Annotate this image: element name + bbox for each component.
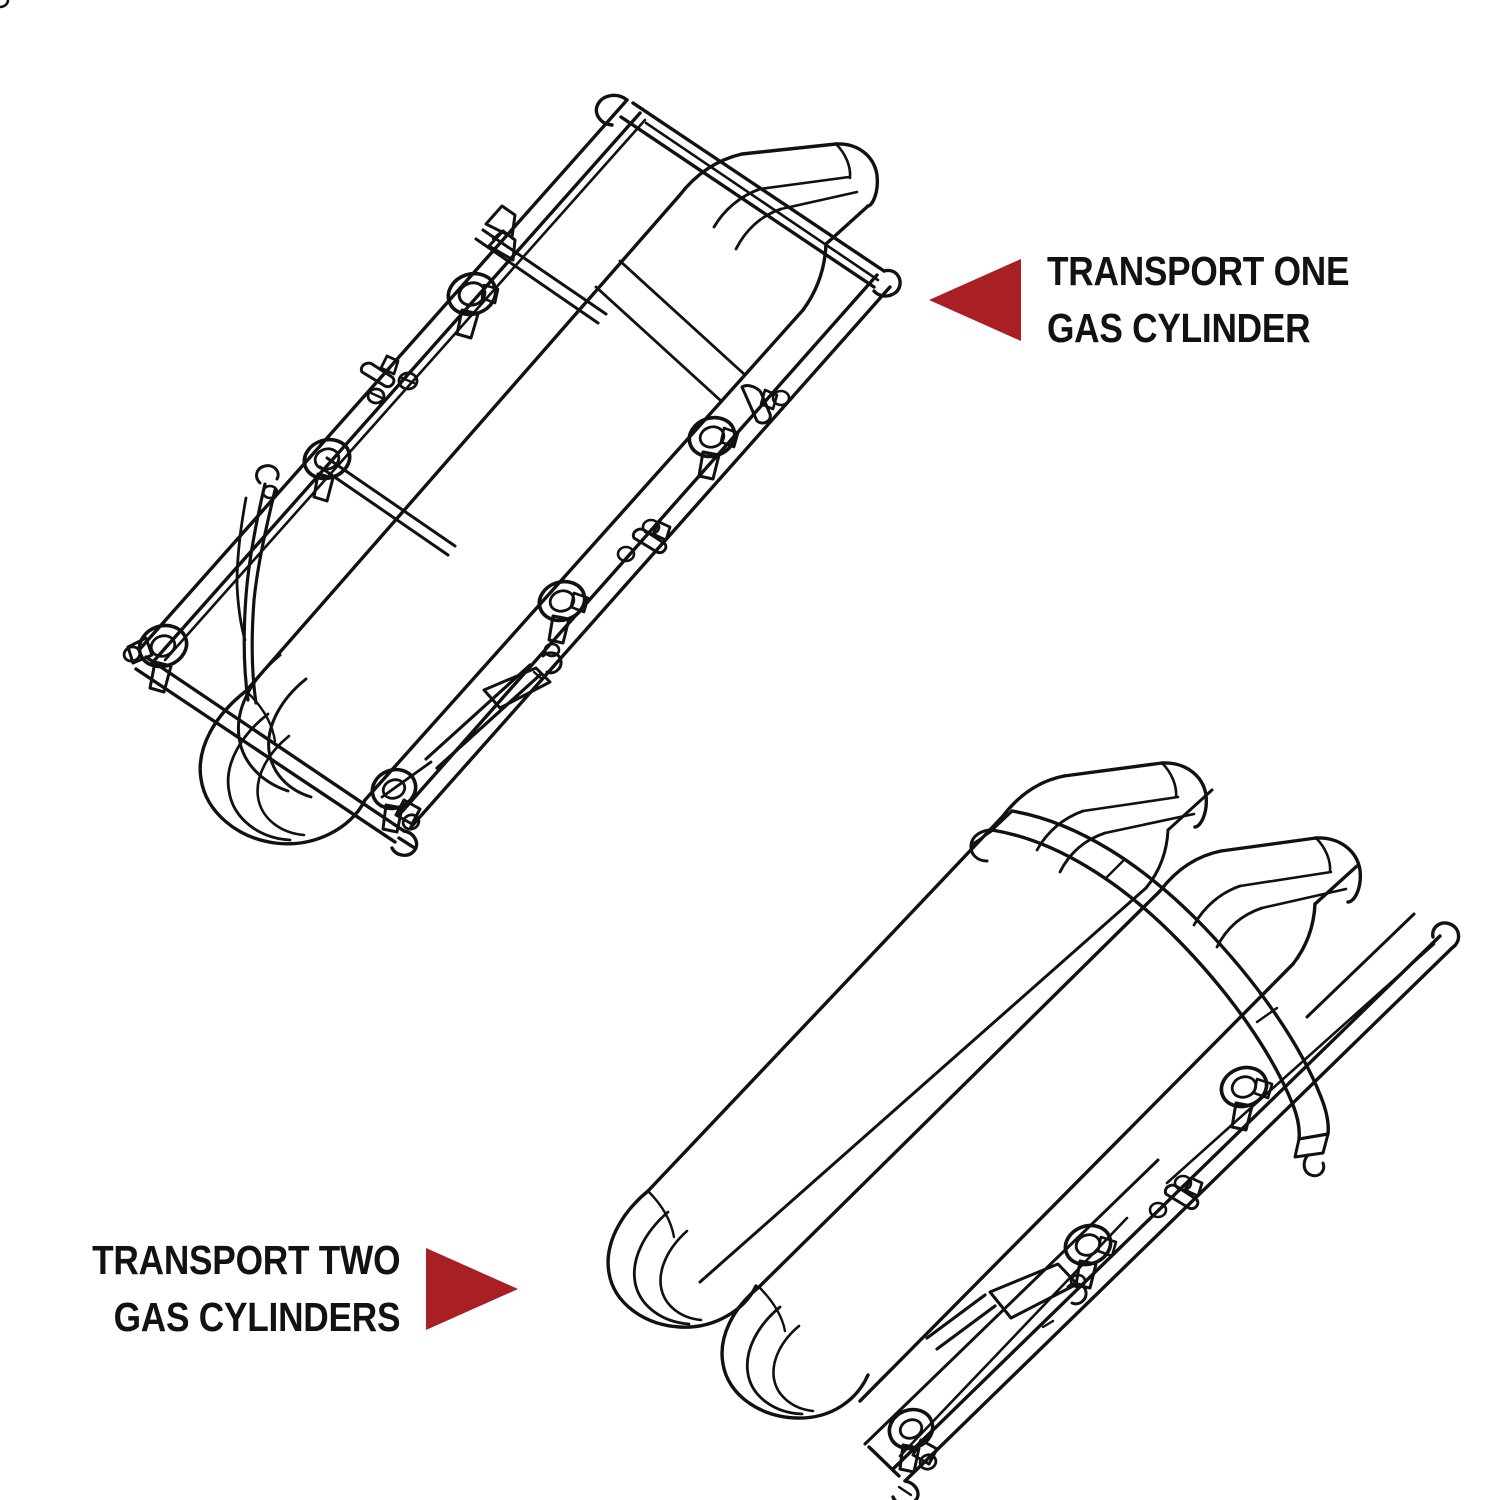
strap-keeper-front-upper bbox=[740, 384, 791, 425]
gas-cylinder-body bbox=[198, 194, 805, 846]
callout-two-text: TRANSPORT TWO GAS CYLINDERS bbox=[92, 1232, 400, 1347]
bolt-pair-rear bbox=[359, 354, 419, 405]
clamp-knob2-lower bbox=[1063, 1223, 1118, 1290]
callout-two-line1: TRANSPORT TWO bbox=[92, 1237, 401, 1283]
rack-cross-brace-lower bbox=[318, 456, 457, 557]
clamp-knob-rear-upper bbox=[484, 204, 517, 262]
rack2-rail-rear bbox=[863, 912, 1416, 1446]
cylinder-neck bbox=[677, 142, 880, 312]
tie-down-strap-buckle bbox=[424, 642, 563, 770]
callout-one-text: TRANSPORT ONE GAS CYLINDER bbox=[1047, 243, 1350, 358]
callout-two-line2: GAS CYLINDERS bbox=[113, 1294, 401, 1341]
bolt-pair2 bbox=[0, 0, 1204, 1219]
corner-clamp-near bbox=[370, 767, 422, 834]
clamp-knob2-upper bbox=[1219, 1065, 1274, 1132]
gas-cylinder-rear bbox=[606, 761, 1214, 1329]
rack2-crosstube-near bbox=[867, 1445, 920, 1500]
strap-plate2 bbox=[925, 1262, 1088, 1351]
rack-crosstube-near bbox=[134, 655, 419, 857]
rack2-rail-front bbox=[891, 921, 1461, 1483]
callout-one-line2: GAS CYLINDER bbox=[1047, 305, 1311, 352]
callout-transport-two: TRANSPORT TWO GAS CYLINDERS bbox=[42, 1232, 522, 1347]
callout-one-line1: TRANSPORT ONE bbox=[1047, 248, 1350, 294]
rack-rail-front bbox=[397, 273, 892, 829]
rack2-deck-edge bbox=[898, 942, 1436, 1458]
rack-rail-rear bbox=[137, 93, 642, 665]
corner-clamp2-near bbox=[887, 1407, 939, 1474]
rack-cross-brace-upper bbox=[474, 228, 608, 325]
gas-cylinder-front bbox=[720, 836, 1363, 1420]
arching-strap bbox=[969, 809, 1330, 1178]
callout-transport-one: TRANSPORT ONE GAS CYLINDER bbox=[925, 243, 1398, 358]
tie-down-strap-left bbox=[235, 464, 280, 705]
bolt-pair-front bbox=[616, 518, 672, 563]
triangle-right-icon bbox=[426, 1248, 519, 1331]
tie-down-strap-lower bbox=[380, 760, 433, 799]
cylinder-strap-band-base bbox=[236, 653, 313, 799]
clamp-knob-rear-lower bbox=[302, 437, 352, 503]
clamp-knob-front-upper bbox=[687, 415, 740, 481]
triangle-left-icon bbox=[929, 259, 1021, 342]
clamp-knob-rear-mid bbox=[446, 271, 500, 340]
cylinder-strap-band-upper bbox=[594, 259, 746, 402]
corner-clamp-left bbox=[122, 623, 189, 694]
clamp-knob-front-lower bbox=[537, 579, 590, 645]
